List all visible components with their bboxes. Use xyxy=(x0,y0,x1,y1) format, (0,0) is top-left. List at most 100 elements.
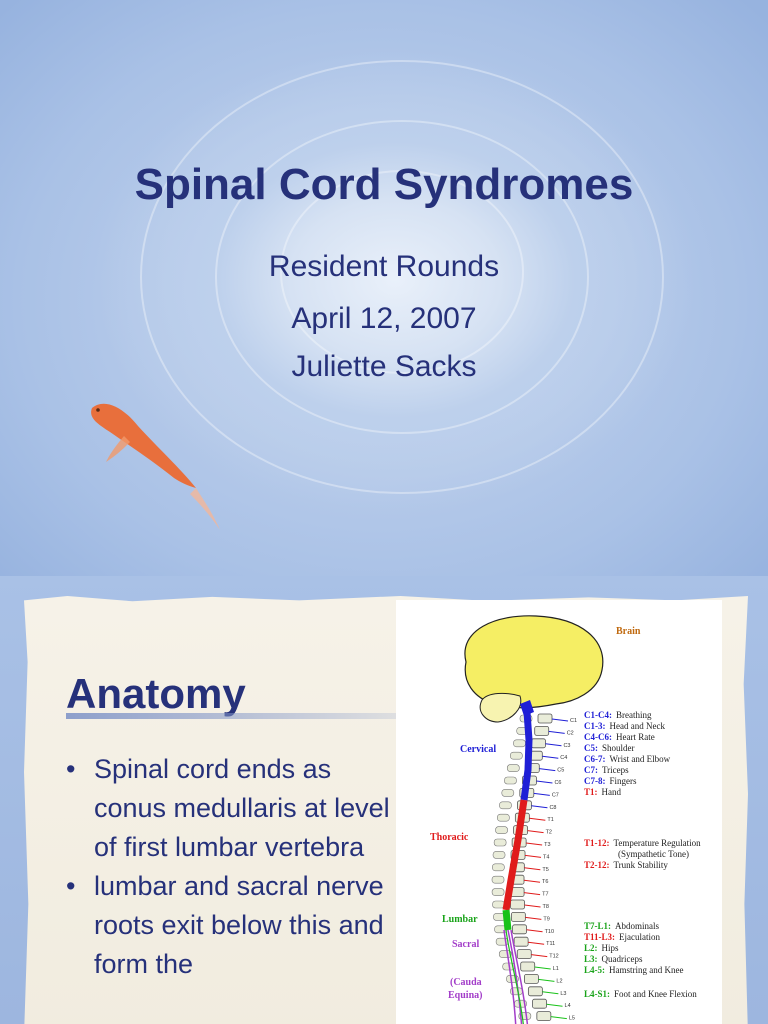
vertebra xyxy=(513,936,529,947)
level-code: C4-C6: xyxy=(584,732,612,742)
vertebra-label: T8 xyxy=(543,904,549,910)
vertebra-label: T5 xyxy=(542,867,548,873)
subtitle-line: April 12, 2007 xyxy=(291,302,477,335)
level-code: C6-7: xyxy=(584,754,606,764)
level-function: Fingers xyxy=(610,776,637,786)
vertebra-label: C4 xyxy=(560,755,567,761)
level-function: Breathing xyxy=(616,710,652,720)
level-function: Head and Neck xyxy=(610,721,666,731)
cervical-cord xyxy=(520,711,533,801)
vertebra xyxy=(510,911,526,922)
level-function: (Sympathetic Tone) xyxy=(618,849,689,859)
nerve-root xyxy=(542,755,559,759)
vertebra xyxy=(534,726,550,736)
nerve-root xyxy=(526,842,543,846)
level-code: L2: xyxy=(584,943,598,953)
vertebra xyxy=(527,986,543,997)
level-description: C7-8:Fingers xyxy=(584,776,637,786)
spinous-process xyxy=(501,789,515,797)
level-function: Hamstring and Knee xyxy=(609,965,683,975)
title-slide: Spinal Cord Syndromes Resident Rounds Ap… xyxy=(0,0,768,576)
vertebra-label: T2 xyxy=(546,830,552,836)
spinous-process xyxy=(497,813,510,822)
brain-shape xyxy=(464,615,604,709)
vertebra-label: T1 xyxy=(547,817,553,823)
background-swirl xyxy=(140,60,664,494)
nerve-root xyxy=(526,929,543,933)
nerve-root xyxy=(527,830,544,834)
sacral-label: Sacral xyxy=(452,939,479,950)
nerve-root xyxy=(524,892,541,896)
spinous-process xyxy=(506,764,520,772)
level-code: T2-12: xyxy=(584,860,610,870)
nerve-root xyxy=(531,805,548,809)
level-code: T11-L3: xyxy=(584,932,615,942)
vertebrae-stack: C1C2C3C4C5C6C7C8T1T2T3T4T5T6T7T8T9T10T11… xyxy=(491,713,577,1022)
nerve-root xyxy=(525,916,542,920)
lumbar-label: Lumbar xyxy=(442,914,478,925)
cauda-label: (Cauda xyxy=(450,977,482,988)
thoracic-cord xyxy=(502,799,528,911)
nerve-root xyxy=(524,904,541,908)
spinous-process xyxy=(510,751,523,760)
nerve-root xyxy=(523,879,541,883)
vertebra-label: T7 xyxy=(542,892,548,898)
bullet-item: lumbar and sacral nerve roots exit below… xyxy=(66,867,396,984)
vertebra xyxy=(512,924,527,935)
spinous-process xyxy=(504,776,517,785)
spinal-diagram-svg: C1C2C3C4C5C6C7C8T1T2T3T4T5T6T7T8T9T10T11… xyxy=(430,615,701,1024)
nerve-root xyxy=(534,966,551,970)
sacral-roots-green xyxy=(505,929,524,1024)
spinous-process xyxy=(492,900,505,909)
vertebra xyxy=(520,961,536,972)
level-description: L4-5: Hamstring and Knee xyxy=(584,965,683,975)
vertebra-label: T11 xyxy=(546,941,555,947)
level-code: C5: xyxy=(584,743,598,753)
bullet-list: Spinal cord ends as conus medullaris at … xyxy=(66,750,396,984)
thoracic-label: Thoracic xyxy=(430,832,469,843)
vertebra-label: C5 xyxy=(557,768,564,774)
level-code: L3: xyxy=(584,954,598,964)
spinous-process xyxy=(491,875,505,884)
spinous-process xyxy=(493,838,507,847)
level-function: Abdominals xyxy=(615,921,659,931)
level-description: L3:Quadriceps xyxy=(584,954,643,964)
level-description: C7:Triceps xyxy=(584,765,629,775)
level-description: C4-C6:Heart Rate xyxy=(584,732,655,742)
level-code: L4-5: xyxy=(584,965,605,975)
spinous-process xyxy=(513,739,526,748)
vertebra-label: T9 xyxy=(543,916,549,922)
level-function: Trunk Stability xyxy=(614,860,669,870)
level-description: C1-C4:Breathing xyxy=(584,710,652,720)
spinous-process xyxy=(492,851,506,859)
subtitle-line: Resident Rounds xyxy=(268,250,500,283)
level-description: L4-S1: Foot and Knee Flexion xyxy=(584,989,697,999)
title-underline xyxy=(66,713,396,719)
vertebra xyxy=(536,1011,552,1022)
sacral-roots xyxy=(503,929,529,1024)
level-description: C1-3: Head and Neck xyxy=(584,721,665,731)
level-code: C1-3: xyxy=(584,721,606,731)
vertebra-label: L1 xyxy=(553,966,559,972)
vertebra-label: T3 xyxy=(544,842,550,848)
level-code: T1: xyxy=(584,787,598,797)
vertebra-label: L2 xyxy=(556,978,562,984)
vertebra-label: L3 xyxy=(560,991,566,997)
vertebra-label: C3 xyxy=(563,743,570,749)
vertebra-label: T6 xyxy=(542,879,548,885)
equina-label: Equina) xyxy=(448,990,482,1001)
spinous-process xyxy=(491,888,505,896)
level-function: Foot and Knee Flexion xyxy=(614,989,697,999)
nerve-root xyxy=(550,1016,567,1020)
nerve-root xyxy=(546,1003,563,1007)
nerve-root xyxy=(529,817,546,821)
vertebra-label: T12 xyxy=(549,954,558,960)
bullet-item: Spinal cord ends as conus medullaris at … xyxy=(66,750,396,867)
level-description: (Sympathetic Tone) xyxy=(618,849,689,859)
level-function: Hips xyxy=(602,943,620,953)
cervical-label: Cervical xyxy=(460,744,496,755)
level-description: T1-12:Temperature Regulation xyxy=(584,838,701,848)
level-code: L4-S1: xyxy=(584,989,610,999)
level-function: Ejaculation xyxy=(619,932,660,942)
level-description: T11-L3: Ejaculation xyxy=(584,932,660,942)
